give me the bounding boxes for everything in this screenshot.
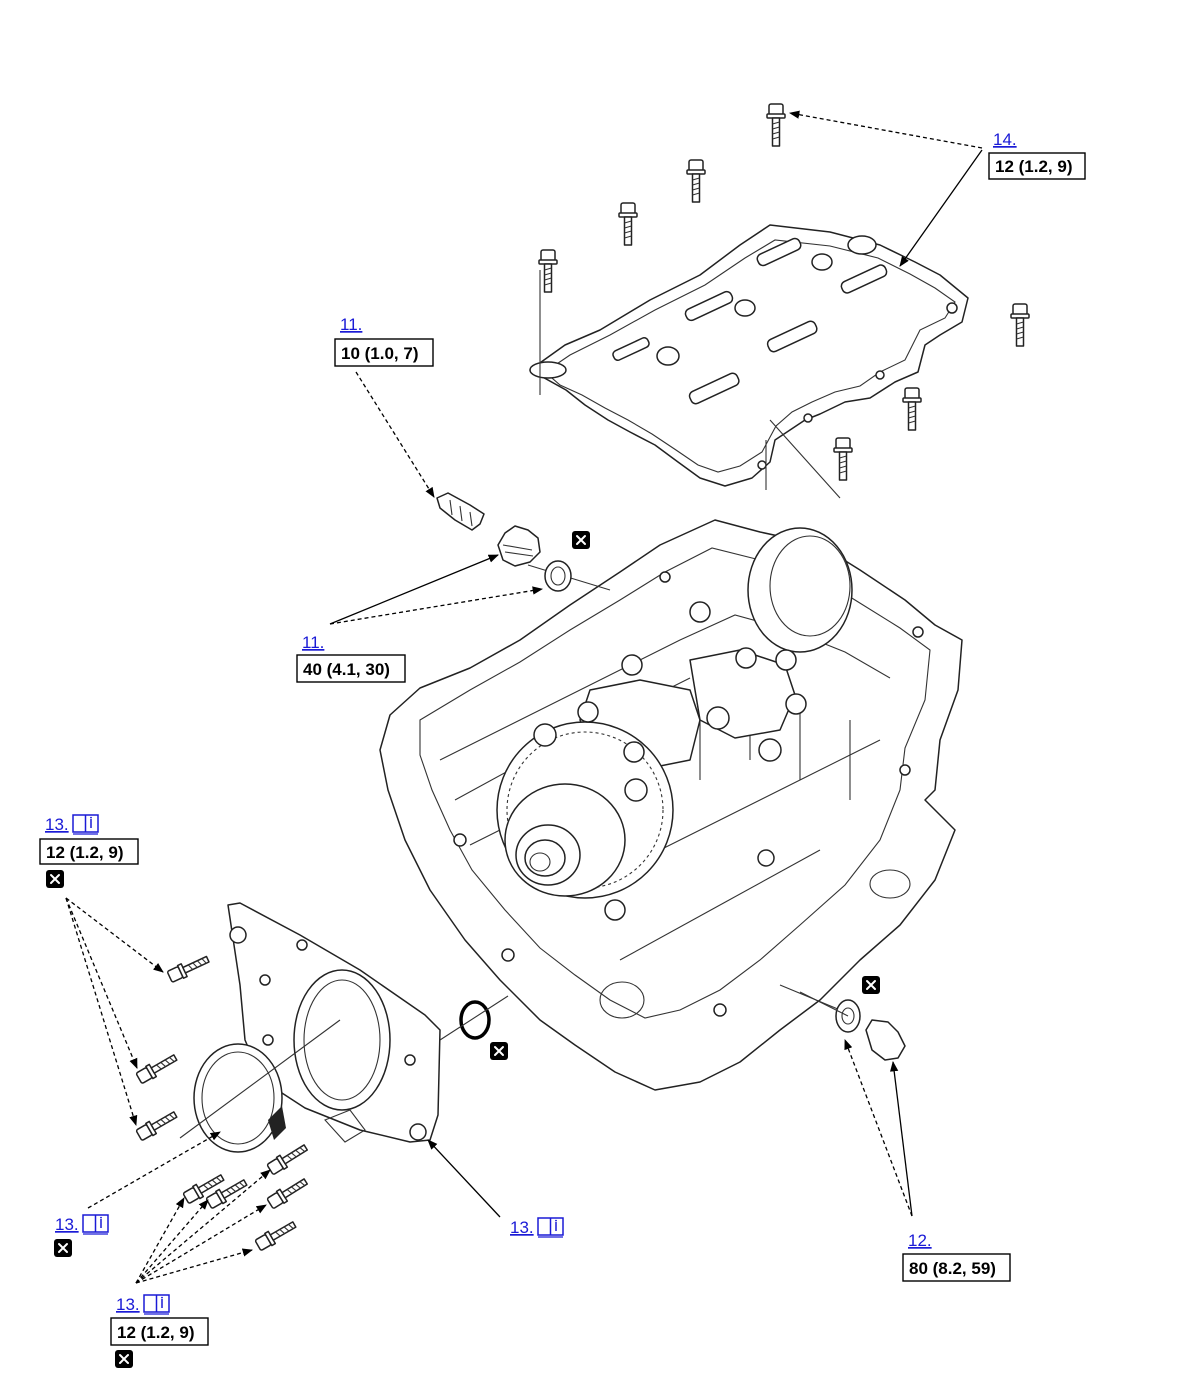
ref-link-11[interactable]: 11. [340,315,362,334]
service-manual-book-icon[interactable] [143,1294,170,1315]
callout-13-bolts-lower[interactable]: 13. 12 (1.2, 9) [110,1294,209,1346]
callout-13-bolts-upper[interactable]: 13. 12 (1.2, 9) [39,814,139,865]
service-manual-book-icon[interactable] [82,1214,109,1235]
torque-value: 12 (1.2, 9) [46,843,124,862]
ref-link-13[interactable]: 13. [55,1215,79,1234]
ref-link-11[interactable]: 11. [302,633,324,652]
o-ring [459,1000,491,1040]
torque-value: 40 (4.1, 30) [303,660,390,679]
crank-sprocket [496,721,674,899]
replace-part-icon [46,870,64,888]
ref-link-13[interactable]: 13. [116,1295,140,1314]
upper-baffle-plate [529,224,969,499]
callout-13-seal[interactable]: 13. [55,1214,109,1235]
ref-link-13[interactable]: 13. [45,815,69,834]
torque-value: 80 (8.2, 59) [909,1259,996,1278]
callout-13-cover[interactable]: 13. [510,1217,564,1238]
replace-part-icon [115,1350,133,1368]
torque-value: 10 (1.0, 7) [341,344,419,363]
callout-11-bottom[interactable]: 11. 40 (4.1, 30) [296,633,406,683]
rear-seal-retainer [227,902,441,1143]
leader-lines [65,110,983,1284]
torque-value: 12 (1.2, 9) [995,157,1073,176]
callout-11-top[interactable]: 11. 10 (1.0, 7) [334,315,434,367]
service-manual-book-icon[interactable] [537,1217,564,1238]
main-bearing-bolts [533,601,807,802]
ref-link-13[interactable]: 13. [510,1218,534,1237]
replace-part-icon [54,1239,72,1257]
callout-12[interactable]: 12. 80 (8.2, 59) [902,1231,1011,1282]
ref-link-14[interactable]: 14. [993,130,1017,149]
ref-link-12[interactable]: 12. [908,1231,932,1250]
service-manual-book-icon[interactable] [72,814,99,835]
replace-part-icon [490,1042,508,1060]
oil-pressure-fitting [436,492,572,592]
engine-lower-block [379,519,963,1091]
rear-oil-seal [193,1043,286,1153]
callout-14[interactable]: 14. 12 (1.2, 9) [988,130,1086,180]
torque-value: 12 (1.2, 9) [117,1323,195,1342]
drain-plug [799,991,906,1061]
replace-part-icon [862,976,880,994]
replace-part-icon [572,531,590,549]
